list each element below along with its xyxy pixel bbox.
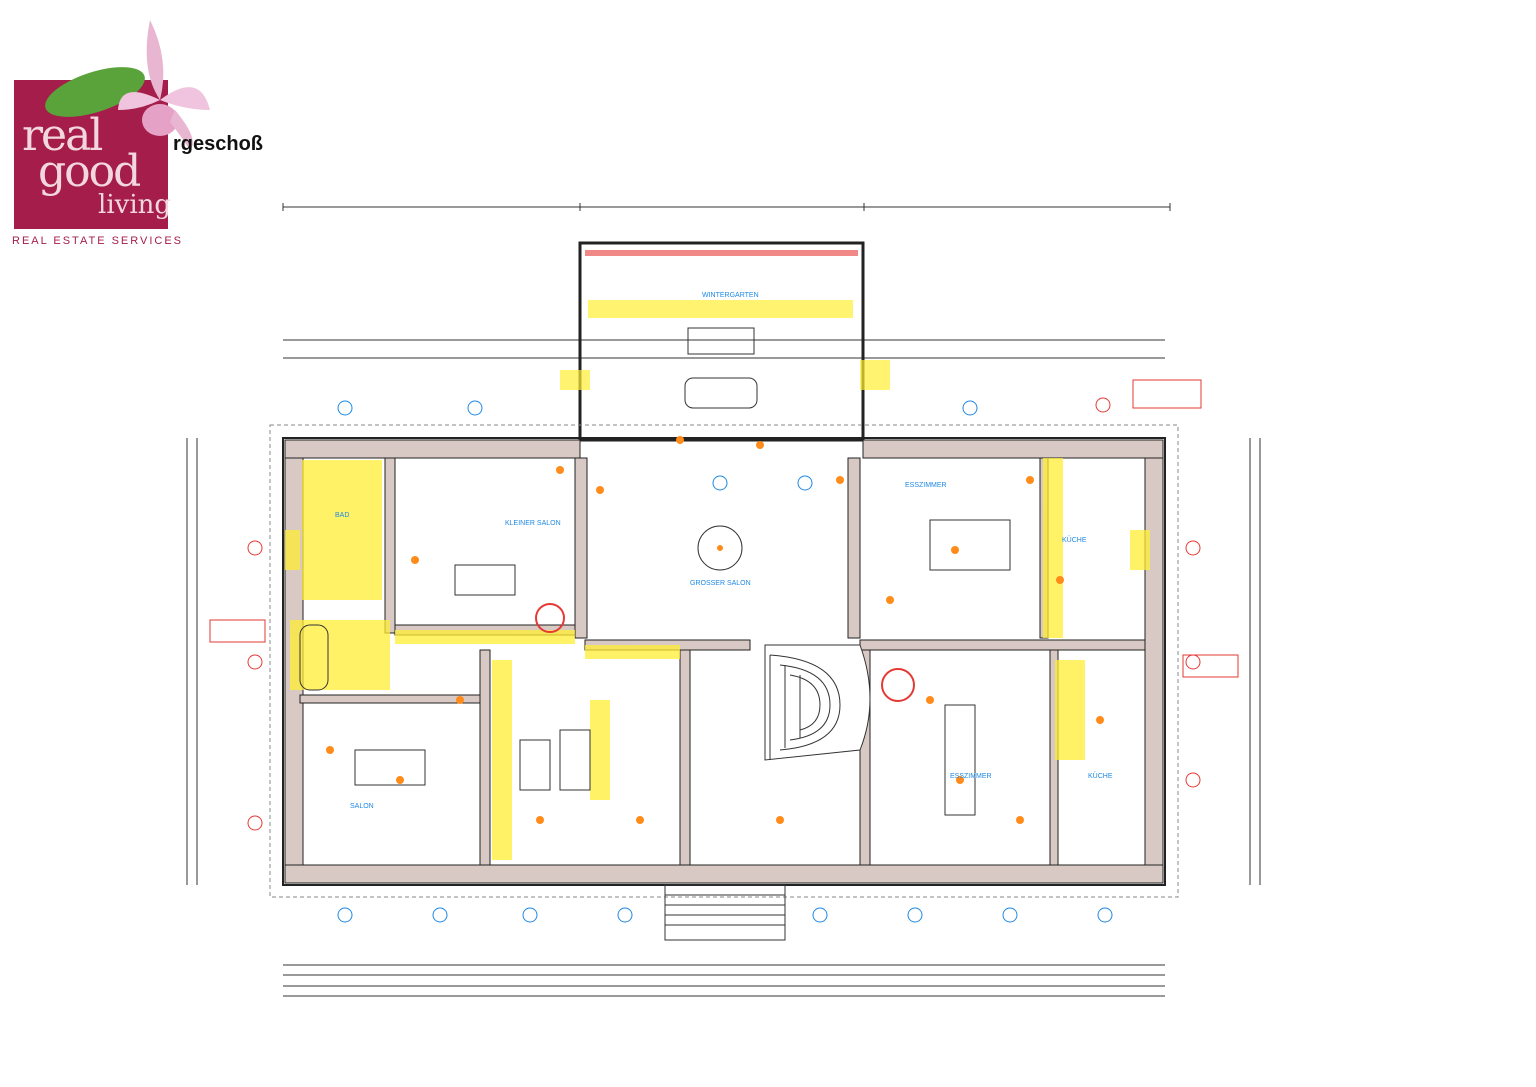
highlight-zones bbox=[285, 458, 1150, 860]
interior-walls bbox=[299, 457, 1146, 866]
logo-wordmark: real good living bbox=[16, 110, 172, 221]
floor-title: rgeschoß bbox=[173, 133, 264, 155]
furniture bbox=[299, 519, 1011, 816]
room-label-kleiner-salon: KLEINER SALON bbox=[505, 520, 561, 527]
room-label-salon-unten: SALON bbox=[350, 803, 374, 810]
room-labels: WINTERGARTEN KLEINER SALON GROSSER SALON… bbox=[335, 292, 1113, 810]
fireplaces bbox=[535, 603, 915, 702]
room-label-esszimmer-oben: ESSZIMMER bbox=[905, 482, 947, 489]
logo-word-good: good bbox=[38, 146, 141, 197]
axis-markers bbox=[337, 400, 1113, 923]
room-label-grosser-salon: GROSSER SALON bbox=[690, 580, 751, 587]
room-label-wintergarten: WINTERGARTEN bbox=[702, 292, 759, 299]
electrical-annotations bbox=[326, 436, 1104, 824]
logo-word-real: real bbox=[22, 110, 103, 161]
room-label-kueche-oben: KÜCHE bbox=[1062, 536, 1087, 544]
staircase bbox=[764, 644, 871, 761]
room-label-speisesaal: ESSZIMMER bbox=[950, 773, 992, 780]
room-label-bad: BAD bbox=[335, 512, 349, 519]
section-markers bbox=[209, 379, 1239, 831]
entrance-steps bbox=[664, 884, 786, 941]
dimension-lines bbox=[186, 203, 1261, 997]
wintergarten-room bbox=[560, 241, 890, 442]
room-label-kueche-unten: KÜCHE bbox=[1088, 772, 1113, 780]
logo-word-living: living bbox=[98, 190, 172, 220]
logo-tagline: REAL ESTATE SERVICES bbox=[12, 235, 184, 247]
